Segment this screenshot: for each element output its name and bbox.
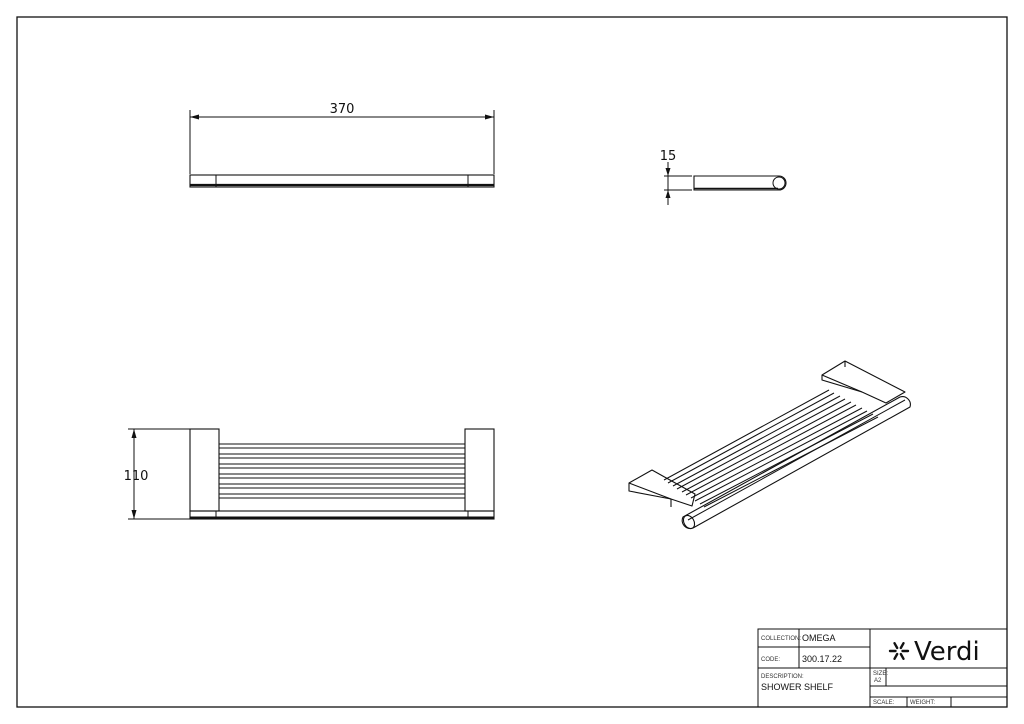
rods [219,443,465,499]
dimension-label-110: 110 [124,469,149,484]
bracket-right [464,428,495,512]
front-bar [189,510,495,520]
iso-front-bar [681,396,911,530]
description-value: SHOWER SHELF [761,682,834,692]
arrowhead-down [131,510,137,519]
side-view: 15 [660,149,787,205]
arrowhead-left [190,114,199,120]
isometric-view [628,360,911,530]
arrowhead-bottom [665,190,671,198]
arrowhead-up [131,429,137,438]
dimension-label-15: 15 [660,149,677,164]
shelf-profile [693,175,787,191]
iso-front-bar-cap [682,514,696,530]
iso-bracket-front-inner [628,482,672,500]
code-value: 300.17.22 [802,654,842,664]
iso-bracket-front [628,469,696,507]
shelf-bar-top [189,174,495,188]
iso-front-bar-highlight [687,399,906,521]
collection-value: OMEGA [802,633,836,643]
arrowhead-right [485,114,494,120]
top-view: 370 [189,102,495,188]
asterisk-logo-icon [888,641,910,661]
bracket-left [189,428,220,512]
iso-bracket-back [821,360,906,404]
title-block [757,628,1008,708]
weight-label: WEIGHT: [910,700,935,706]
iso-bracket-back-inner [821,374,863,393]
arrowhead-top [665,168,671,176]
dimension-label-370: 370 [330,102,355,117]
profile-round [772,176,786,190]
scale-label: SCALE: [873,700,895,706]
code-label: CODE: [761,657,780,663]
logo-text: Verdi [914,637,980,667]
drawing-border [16,16,1008,708]
size-value: A2 [874,678,882,684]
description-label: DESCRIPTION: [761,674,804,680]
front-view: 110 [124,428,495,520]
collection-label: COLLECTION: [761,636,801,642]
size-label: SIZE: [873,671,888,677]
iso-rods [663,389,879,508]
